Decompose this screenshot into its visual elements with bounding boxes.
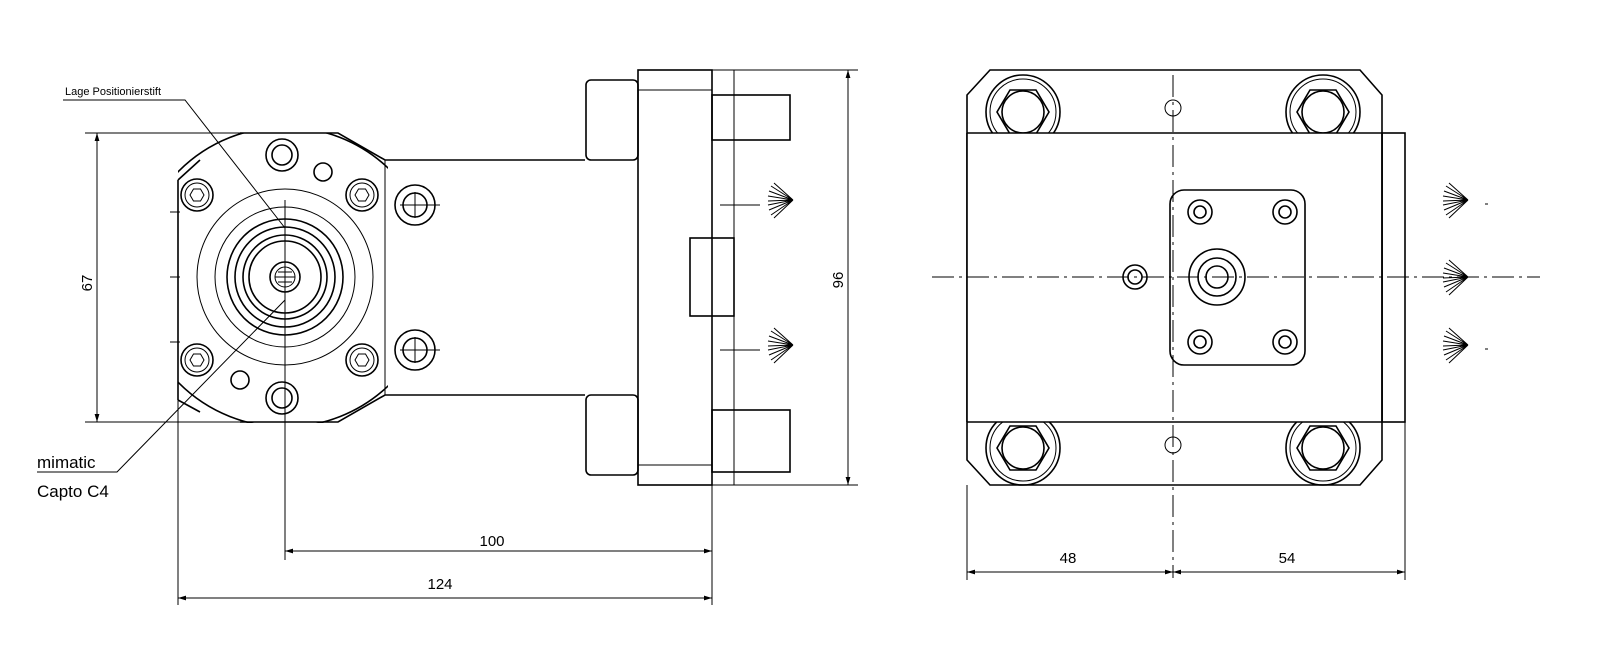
dim-67: 67 xyxy=(79,275,96,292)
dim-48: 48 xyxy=(1060,550,1077,567)
label-mimatic: mimatic xyxy=(37,453,96,472)
dim-124: 124 xyxy=(427,576,452,593)
top-view-right xyxy=(932,69,1540,580)
label-capto: Capto C4 xyxy=(37,482,109,501)
dim-96: 96 xyxy=(830,272,847,289)
side-view-left xyxy=(37,69,858,605)
dim-100: 100 xyxy=(479,533,504,550)
label-positioning-pin: Lage Positionierstift xyxy=(65,86,161,98)
dim-54: 54 xyxy=(1279,550,1296,567)
